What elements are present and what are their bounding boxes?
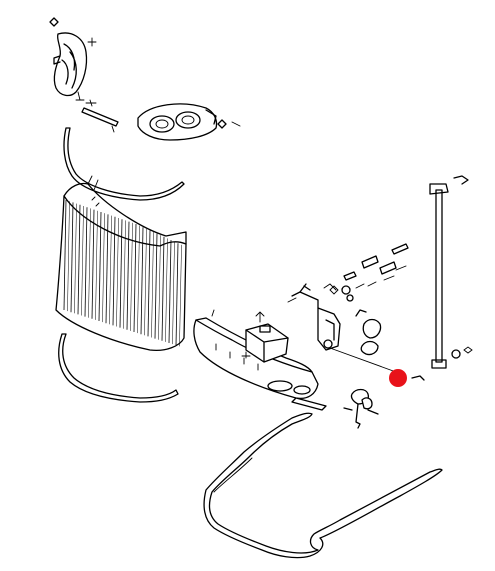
panel-rib xyxy=(172,241,175,345)
panel-rib xyxy=(144,228,147,336)
panel-rib xyxy=(70,202,74,313)
panel-rib xyxy=(74,203,77,314)
panel-rib xyxy=(112,216,116,326)
panel-rib xyxy=(67,201,70,312)
panel-rib xyxy=(105,214,109,324)
side-bracket-top[interactable] xyxy=(49,17,97,101)
latch-assembly[interactable] xyxy=(287,283,397,373)
panel-rib xyxy=(130,222,133,331)
lower-trim-strip[interactable] xyxy=(58,333,179,403)
panel-rib xyxy=(126,221,130,330)
panel-rib xyxy=(88,208,91,318)
panel-rib xyxy=(175,243,179,346)
front-cowl-panel[interactable] xyxy=(55,175,187,352)
panel-rib xyxy=(109,215,112,325)
panel-rib xyxy=(77,204,81,315)
panel-rib xyxy=(133,223,137,333)
panel-rib xyxy=(161,236,165,341)
panel-rib xyxy=(168,239,172,344)
keys[interactable] xyxy=(343,388,379,429)
support-rod[interactable] xyxy=(411,175,473,381)
bumper-mount-block[interactable] xyxy=(241,311,289,363)
panel-rib xyxy=(151,231,154,338)
panel-rib xyxy=(179,244,182,347)
panel-rib xyxy=(119,219,123,328)
panel-rib xyxy=(95,210,98,320)
panel-rib xyxy=(158,235,161,340)
panel-rib xyxy=(91,209,95,319)
panel-rib xyxy=(63,199,67,311)
latch-pins[interactable] xyxy=(329,243,409,302)
panel-rib xyxy=(84,207,88,317)
panel-rib xyxy=(116,217,119,327)
highlight-marker[interactable] xyxy=(389,369,407,387)
panel-rib xyxy=(102,213,105,323)
panel-rib xyxy=(98,211,102,322)
door-seal[interactable] xyxy=(203,412,443,559)
panel-rib xyxy=(140,227,144,335)
panel-rib xyxy=(165,238,168,342)
front-bumper[interactable] xyxy=(193,309,327,411)
headlamp-assembly[interactable] xyxy=(137,103,241,141)
panel-rib xyxy=(123,220,126,329)
panel-rib xyxy=(81,205,84,316)
upper-trim-strip[interactable] xyxy=(63,99,185,201)
panel-rib xyxy=(154,233,158,339)
panel-rib xyxy=(147,230,151,337)
panel-rib xyxy=(137,225,140,334)
